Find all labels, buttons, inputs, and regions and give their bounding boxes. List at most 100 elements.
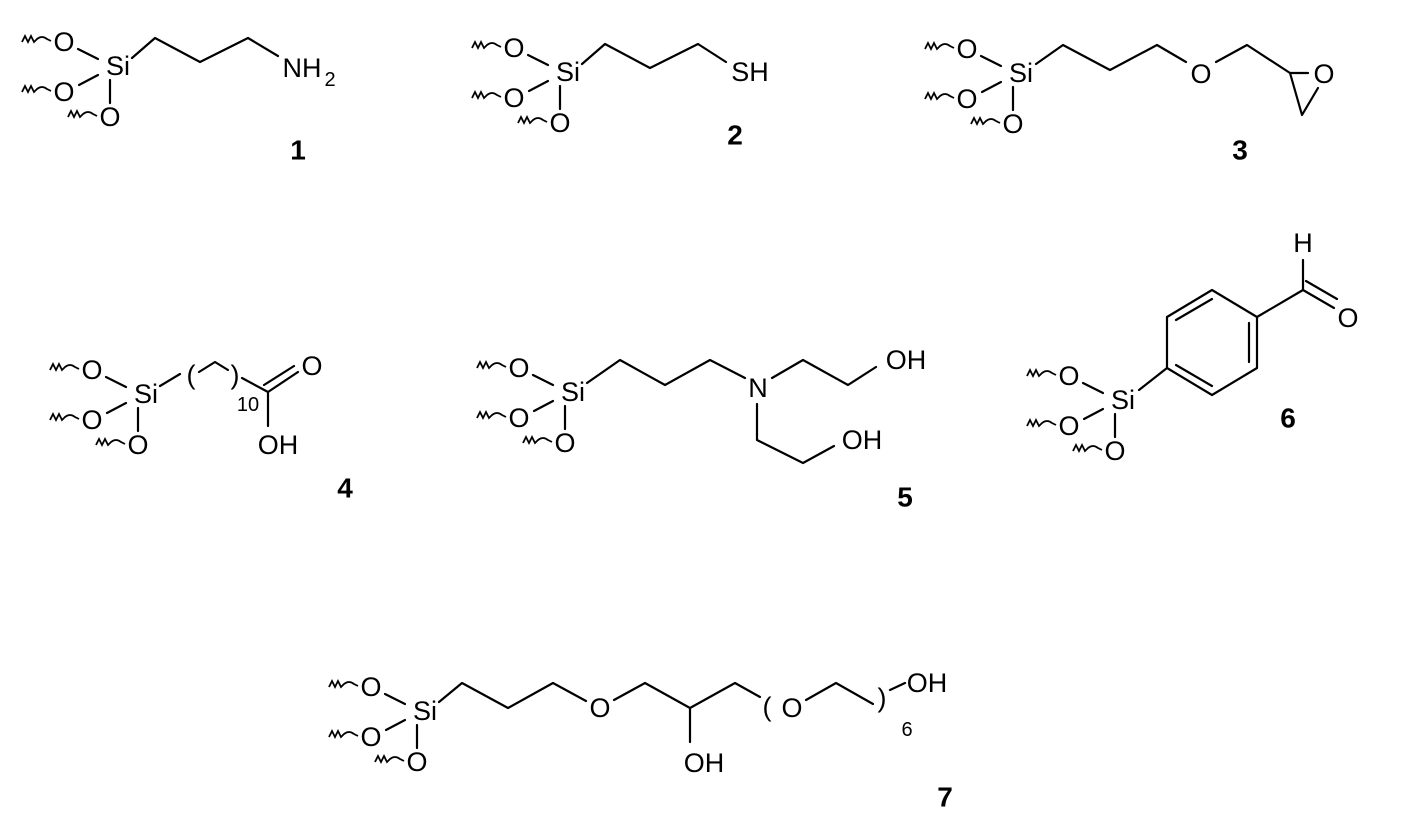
surface-attachment-wavy-bond-icon [471,89,502,101]
compound-number: 1 [290,135,306,166]
terminal-hydroxyl: OH [907,668,948,698]
hydroxyethyl-bond-1 [770,358,878,387]
si-o-bonds [76,47,112,105]
propyl-chain [1034,43,1188,72]
thiol-group: SH [731,57,769,87]
aldehyde-hydrogen: H [1293,228,1313,258]
amine-group: NH [283,53,322,83]
epoxide-ring [1288,71,1320,117]
surface-attachment-wavy-bond-icon [67,108,98,120]
oxygen-atom: O [554,428,575,458]
si-o-bonds [1081,381,1117,439]
aldehyde-oxygen: O [1337,303,1358,333]
hydroxyl-group-2: OH [842,425,883,455]
si-aryl-bond [1137,366,1169,392]
si-chain-bond [158,372,182,388]
ethylene-bond [804,681,875,706]
oxygen-atom: O [1058,361,1079,391]
compound-number: 6 [1280,403,1296,434]
amine-subscript: 2 [324,69,335,91]
surface-attachment-wavy-bond-icon [1072,442,1103,454]
compound-number: 7 [937,782,953,813]
surface-attachment-wavy-bond-icon [49,411,80,423]
oxygen-atom: O [1058,411,1079,441]
propyl-chain [130,36,280,64]
bracket-close: ) [231,360,240,390]
repeat-count: 6 [901,719,912,741]
oxygen-atom: O [549,108,570,138]
si-o-bonds [531,373,567,431]
oxygen-atom: O [956,34,977,64]
oxygen-atom: O [503,33,524,63]
oxygen-atom: O [1002,109,1023,139]
hydroxyl-group: OH [258,430,299,460]
oxygen-atom: O [99,102,120,132]
aldehyde-bonds [1255,258,1339,319]
glycerol-bonds [612,681,762,744]
si-o-bonds [979,54,1015,112]
hydroxyl-group-1: OH [886,345,927,375]
repeat-oxygen: O [781,693,802,723]
surface-attachment-wavy-bond-icon [471,39,502,51]
oxygen-atom: O [508,353,529,383]
si-o-bonds [526,53,562,111]
surface-attachment-wavy-bond-icon [522,434,553,446]
amine-nitrogen: N [748,373,768,403]
ether-oxygen: O [589,693,610,723]
si-o-bonds [383,692,419,750]
oxygen-atom: O [81,405,102,435]
compound-number: 3 [1232,135,1248,166]
carboxyl-bonds [240,364,300,428]
ether-oxygen: O [1190,59,1211,89]
surface-attachment-wavy-bond-icon [1026,367,1057,379]
surface-attachment-wavy-bond-icon [328,728,359,740]
silicon-atom: Si [106,51,130,81]
oxygen-atom: O [360,722,381,752]
silicon-atom: Si [413,696,437,726]
methylene-bond [1214,43,1292,75]
epoxide-oxygen: O [1313,59,1334,89]
propyl-chain [437,681,588,710]
compound-number: 2 [727,120,743,151]
surface-attachment-wavy-bond-icon [95,436,126,448]
si-o-bonds [104,375,140,433]
hydroxyl-group: OH [684,748,725,778]
oxygen-atom: O [1104,436,1125,466]
oxygen-atom: O [956,84,977,114]
oxygen-atom: O [53,27,74,57]
terminal-bond [888,681,907,692]
oxygen-atom: O [360,672,381,702]
oxygen-atom: O [503,83,524,113]
hydroxyethyl-bond-2 [755,402,836,465]
propyl-chain [585,358,747,387]
surface-attachment-wavy-bond-icon [924,40,955,52]
benzene-ring [1165,288,1259,397]
oxygen-atom: O [81,355,102,385]
benzene-double-bonds [1174,297,1251,388]
oxygen-atom: O [127,430,148,460]
bracket-open: ( [187,360,196,390]
surface-attachment-wavy-bond-icon [21,83,52,95]
surface-attachment-wavy-bond-icon [517,114,548,126]
surface-attachment-wavy-bond-icon [374,753,405,765]
surface-attachment-wavy-bond-icon [21,33,52,45]
silicon-atom: Si [1111,385,1135,415]
silicon-atom: Si [561,377,585,407]
surface-attachment-wavy-bond-icon [476,409,507,421]
surface-attachment-wavy-bond-icon [970,115,1001,127]
silicon-atom: Si [556,57,580,87]
repeat-count: 10 [237,394,259,416]
compound-number: 5 [897,482,913,513]
